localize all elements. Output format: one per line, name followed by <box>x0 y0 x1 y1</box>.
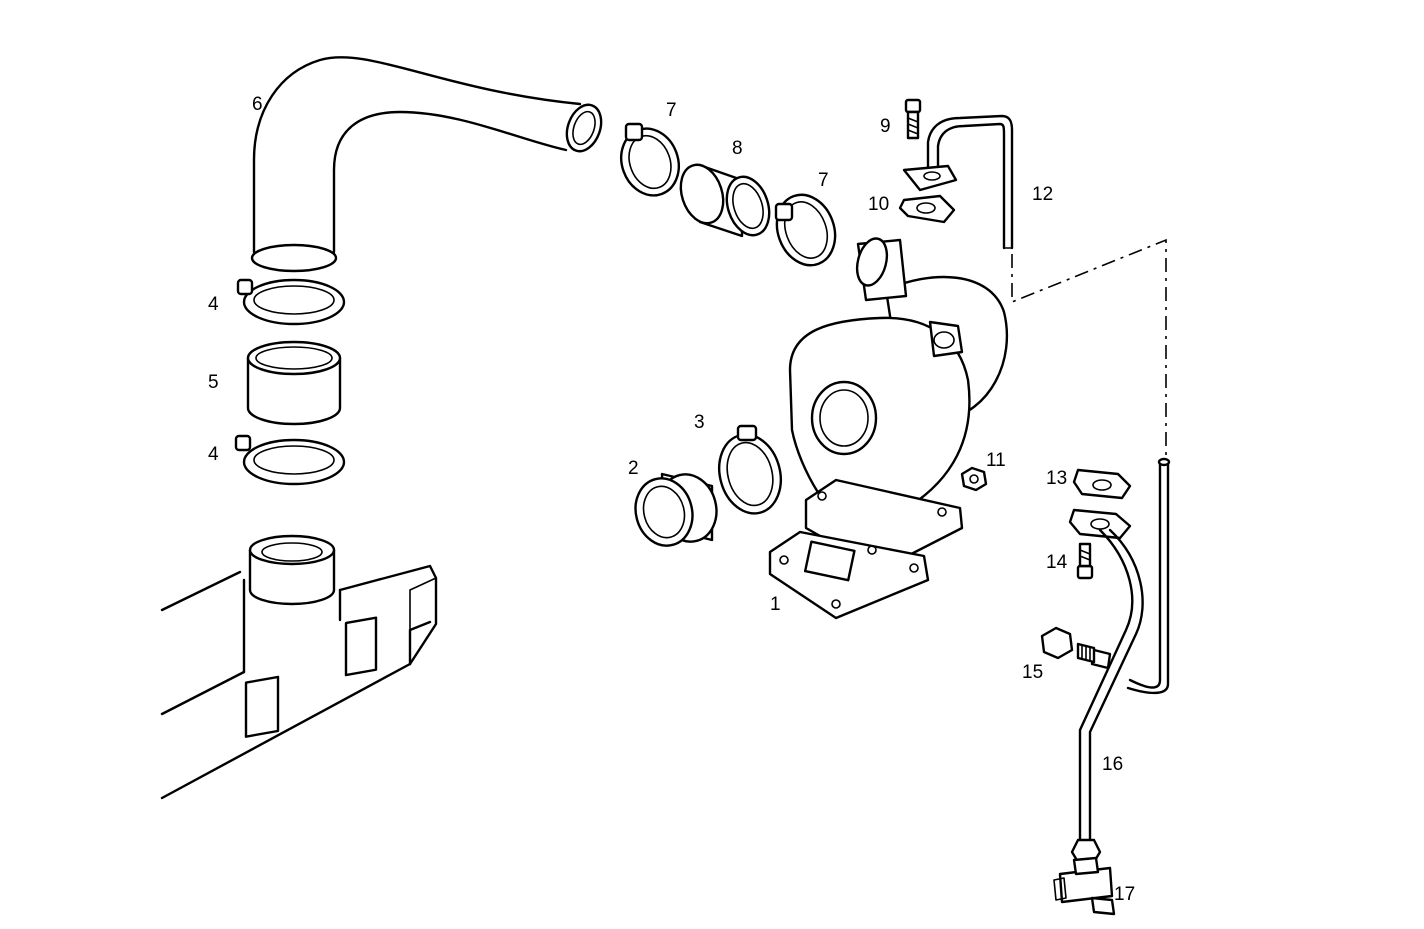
part-7-clamp-right <box>774 193 837 267</box>
callout-6: 6 <box>252 94 263 115</box>
part-16-oil-feed-pipe <box>1068 457 1171 864</box>
part-9-bolt <box>904 98 922 140</box>
part-13-gasket <box>1072 468 1132 500</box>
callout-7-right: 7 <box>818 170 829 191</box>
callout-14: 14 <box>1046 552 1068 573</box>
part-8-hose-sleeve <box>679 163 771 238</box>
callout-4-upper: 4 <box>208 294 219 315</box>
callout-17: 17 <box>1114 884 1135 905</box>
callout-15: 15 <box>1022 662 1043 683</box>
part-14-bolt <box>1076 542 1094 580</box>
exhaust-manifold <box>160 534 438 800</box>
callout-16: 16 <box>1102 754 1123 775</box>
callout-7-left: 7 <box>666 100 677 121</box>
callout-12: 12 <box>1032 184 1053 205</box>
part-5-sleeve <box>246 340 342 426</box>
part-6-elbow-pipe <box>250 56 603 273</box>
part-7-clamp-left <box>620 122 680 197</box>
callout-5: 5 <box>208 372 219 393</box>
callout-9: 9 <box>880 116 891 137</box>
part-11-nut <box>960 466 988 492</box>
part-4-clamp-lower <box>234 434 346 486</box>
callout-labels: 1 2 3 4 4 5 6 7 7 8 9 10 11 12 13 14 15 … <box>208 94 1135 905</box>
callout-13: 13 <box>1046 468 1067 489</box>
part-4-clamp-upper <box>236 278 346 326</box>
part-2-stub-pipe <box>634 472 718 547</box>
part-1-turbocharger <box>768 237 1009 620</box>
part-3-clamp <box>718 424 782 515</box>
callout-1: 1 <box>770 594 781 615</box>
callout-10: 10 <box>868 194 889 215</box>
part-12-oil-return-pipe <box>902 114 1014 250</box>
callout-11: 11 <box>986 450 1006 471</box>
part-15-union <box>1040 626 1096 664</box>
centre-lines <box>1011 238 1167 456</box>
part-17-tee-fitting <box>1053 856 1116 916</box>
part-10-gasket <box>898 194 956 224</box>
callout-8: 8 <box>732 138 743 159</box>
callout-2: 2 <box>628 458 639 479</box>
callout-4-lower: 4 <box>208 444 219 465</box>
callout-3: 3 <box>694 412 705 433</box>
